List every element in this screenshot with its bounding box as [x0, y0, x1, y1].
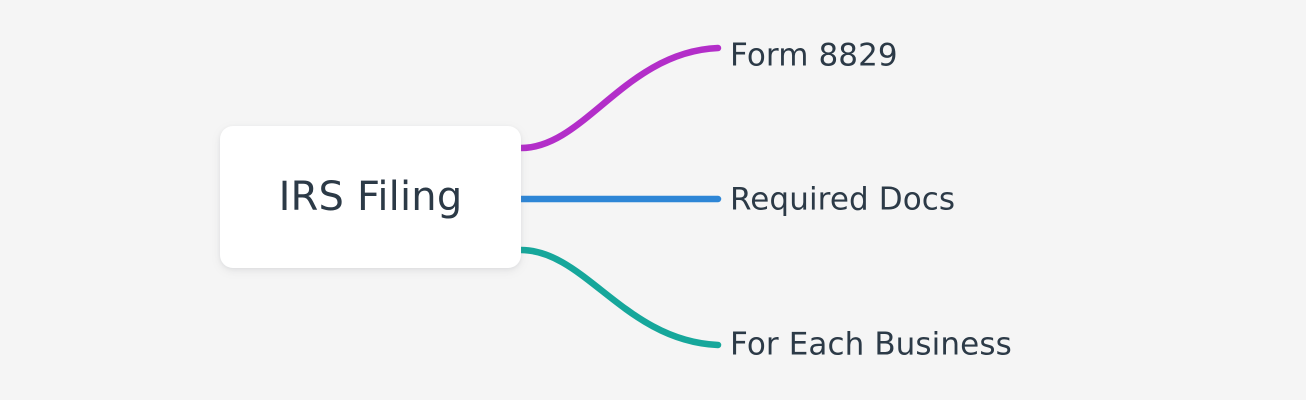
- branch-connector-for-each-business: [517, 246, 722, 349]
- branch-connector-form-8829: [517, 44, 722, 152]
- root-node[interactable]: IRS Filing: [220, 126, 521, 268]
- root-node-label: IRS Filing: [278, 174, 463, 220]
- branch-label-form-8829[interactable]: Form 8829: [730, 37, 898, 74]
- branch-label-required-docs[interactable]: Required Docs: [730, 181, 956, 218]
- branch-label-for-each-business[interactable]: For Each Business: [730, 326, 1012, 363]
